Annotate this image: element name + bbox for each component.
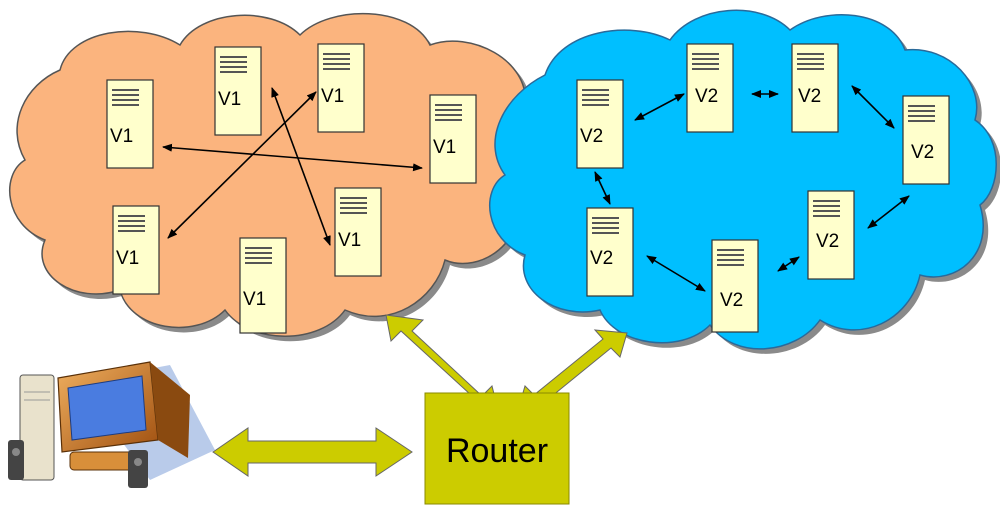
server-v1-c: V1 [317, 43, 365, 133]
svg-text:V2: V2 [720, 290, 743, 311]
svg-text:V1: V1 [218, 89, 241, 110]
svg-text:V2: V2 [798, 86, 821, 107]
svg-text:V1: V1 [433, 137, 456, 158]
server-v1-e: V1 [112, 205, 160, 295]
server-v1-g: V1 [239, 237, 287, 334]
client-router-link [212, 427, 413, 477]
server-v1-f: V1 [334, 187, 382, 277]
svg-text:V1: V1 [110, 126, 133, 147]
svg-text:V1: V1 [243, 289, 266, 310]
svg-text:V2: V2 [816, 231, 839, 252]
server-v2-a: V2 [576, 79, 624, 169]
svg-text:V1: V1 [321, 86, 344, 107]
server-v2-d: V2 [902, 95, 950, 185]
desktop-computer-icon [8, 361, 215, 488]
server-v2-b: V2 [686, 43, 734, 133]
server-v2-g: V2 [807, 190, 855, 280]
svg-text:V2: V2 [590, 248, 613, 269]
svg-text:V1: V1 [338, 230, 361, 251]
router-box: Router [424, 392, 570, 505]
server-v2-f: V2 [711, 239, 759, 333]
server-v2-c: V2 [791, 43, 839, 133]
svg-text:V2: V2 [580, 126, 603, 147]
server-v1-a: V1 [106, 79, 154, 169]
svg-text:V1: V1 [116, 248, 139, 269]
v1-connections [162, 87, 423, 246]
svg-text:V2: V2 [911, 142, 934, 163]
svg-text:V2: V2 [695, 86, 718, 107]
server-v1-d: V1 [429, 94, 477, 184]
server-v1-b: V1 [214, 46, 262, 136]
router-label: Router [446, 432, 548, 470]
server-v2-e: V2 [586, 207, 634, 297]
v2-connections [594, 85, 910, 292]
